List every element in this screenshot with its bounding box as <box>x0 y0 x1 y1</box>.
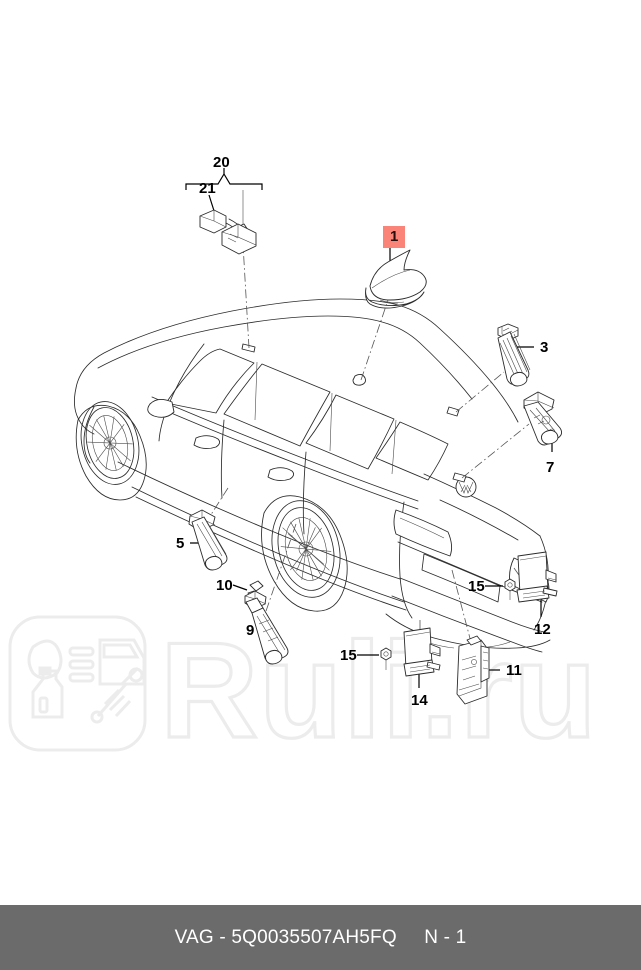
callout-1-highlighted: 1 <box>383 226 406 248</box>
line-art-layer: .ln { fill:none; stroke:#2b2b2b; stroke-… <box>73 168 563 705</box>
part-11-control-module <box>456 635 500 705</box>
leader-tick-10 <box>232 584 248 591</box>
callout-9: 9 <box>246 622 255 639</box>
part-1-shark-fin-antenna <box>365 246 427 309</box>
callout-21: 21 <box>199 180 216 197</box>
leader-line-1 <box>360 299 389 381</box>
callout-7: 7 <box>546 459 555 476</box>
callout-5: 5 <box>176 535 185 552</box>
callout-15-right: 15 <box>468 578 485 595</box>
callout-15-left: 15 <box>340 647 357 664</box>
part-number-label: VAG - 5Q0035507AH5FQ N - 1 <box>174 926 467 948</box>
part-15-nut-right <box>485 578 516 600</box>
callout-11: 11 <box>506 662 522 679</box>
callout-14: 14 <box>411 692 428 709</box>
leader-line-9 <box>264 523 297 615</box>
leader-line-11 <box>451 569 473 647</box>
callout-10: 10 <box>216 577 233 594</box>
leader-line-3 <box>455 371 505 413</box>
part-12-bracket <box>516 551 558 617</box>
part-14-bracket <box>403 627 441 688</box>
part-group-20-21 <box>185 168 263 255</box>
leader-line-7 <box>461 423 530 479</box>
vehicle-outline <box>73 298 551 653</box>
callout-3: 3 <box>540 339 549 356</box>
part-15-nut-left <box>357 647 392 670</box>
footer-bar: VAG - 5Q0035507AH5FQ N - 1 <box>0 905 641 970</box>
parts-diagram-canvas: Ruli.ru .ln { fill:none; stroke:#2b2b2b;… <box>8 154 599 768</box>
bracket-20 <box>185 172 263 190</box>
part-7-antenna-module <box>523 391 563 452</box>
part-5-antenna-module <box>188 509 228 571</box>
leader-line-21 <box>242 243 250 349</box>
callout-20: 20 <box>213 154 230 171</box>
part-9-antenna-module <box>244 590 289 665</box>
part-3-antenna-module <box>497 323 534 387</box>
callout-12: 12 <box>534 621 551 638</box>
